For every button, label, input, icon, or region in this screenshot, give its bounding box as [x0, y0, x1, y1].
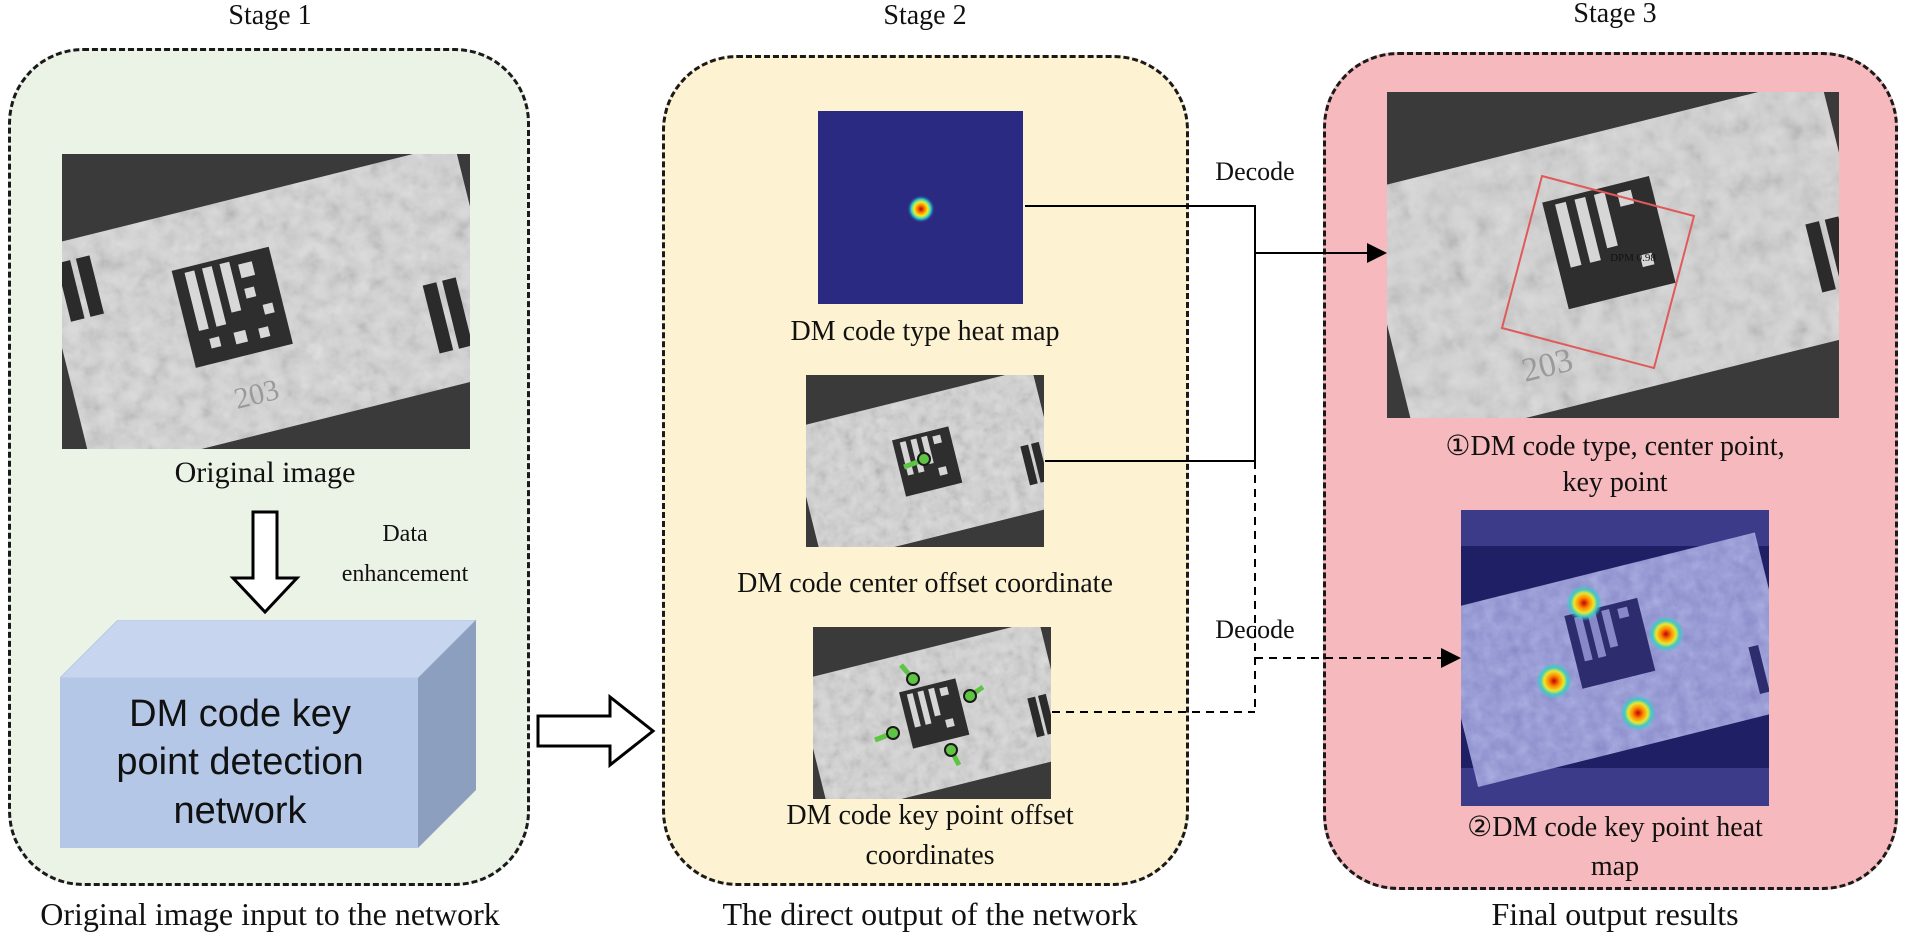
- network-label-3: network: [173, 790, 307, 832]
- data-enhancement-arrow: [229, 510, 301, 615]
- enhancement-label-1: Data: [382, 521, 428, 547]
- decode-top-lines: [1025, 205, 1387, 462]
- network-box: [58, 619, 480, 850]
- stage2-title: Stage 2: [883, 0, 967, 31]
- original-image-label: Original image: [174, 456, 356, 489]
- keypoint-heatmap-label-1: ②DM code key point heat: [1467, 812, 1763, 843]
- network-label-1: DM code key: [129, 693, 351, 735]
- keypoint-heatmap-image: [1434, 510, 1799, 806]
- keypoint-offset-label-2: coordinates: [865, 840, 995, 871]
- network-output-arrow: [536, 693, 656, 769]
- decode-label-top: Decode: [1215, 157, 1295, 186]
- result-label-2: key point: [1562, 467, 1668, 498]
- detection-tag: DPM 0.98: [1610, 252, 1656, 264]
- stage3-caption: Final output results: [1491, 896, 1739, 932]
- stage1-title: Stage 1: [228, 0, 312, 31]
- network-label-2: point detection: [116, 741, 364, 783]
- center-offset-label: DM code center offset coordinate: [737, 568, 1113, 599]
- type-heatmap-label: DM code type heat map: [790, 316, 1060, 347]
- keypoint-offset-label-1: DM code key point offset: [786, 800, 1074, 831]
- stage1-caption: Original image input to the network: [40, 896, 500, 932]
- type-heatmap-image: [818, 111, 1023, 304]
- result-image: 203: [1354, 76, 1883, 446]
- decode-bottom-lines: [1045, 460, 1461, 713]
- keypoint-offset-image: [796, 620, 1073, 817]
- stage3-title: Stage 3: [1573, 0, 1657, 29]
- result-label-1: ①DM code type, center point,: [1445, 431, 1785, 462]
- center-offset-image: [789, 368, 1066, 565]
- original-image: 203: [37, 143, 512, 476]
- enhancement-label-2: enhancement: [341, 561, 469, 587]
- keypoint-heatmap-label-2: map: [1590, 851, 1640, 882]
- stage2-caption: The direct output of the network: [722, 896, 1138, 932]
